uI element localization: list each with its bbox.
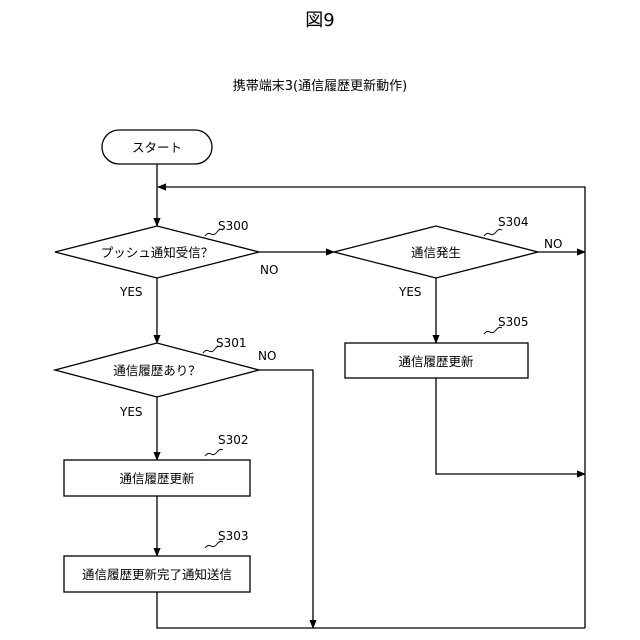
push-received-label: プッシュ通知受信？ [101,245,214,260]
history-no-label: NO [258,349,276,363]
update-history-left-label: 通信履歴更新 [119,471,194,486]
step-label-s303: S303 [218,529,249,543]
step-label-s305: S305 [498,315,529,329]
start-label: スタート [132,140,182,155]
step-marker-s304 [484,229,502,236]
communication-occurred-label: 通信発生 [411,245,461,260]
push-yes-label: YES [119,285,143,299]
edge-s305-to-loop [436,378,585,474]
history-exists-label: 通信履歴あり？ [113,363,201,378]
step-label-s304: S304 [498,215,529,229]
decision-history-exists: 通信履歴あり？ [55,343,259,397]
send-update-complete-label: 通信履歴更新完了通知送信 [82,567,232,582]
step-label-s302: S302 [218,433,249,447]
process-update-history-left: 通信履歴更新 [64,460,250,496]
step-label-s301: S301 [216,336,247,350]
comm-yes-label: YES [398,285,422,299]
decision-push-received: プッシュ通知受信？ [55,226,259,278]
push-no-label: NO [260,263,278,277]
update-history-right-label: 通信履歴更新 [398,354,473,369]
step-label-s300: S300 [218,219,249,233]
process-send-update-complete: 通信履歴更新完了通知送信 [64,556,250,592]
start-terminal: スタート [102,130,212,164]
edge-history-no [259,370,313,628]
decision-communication-occurred: 通信発生 [334,226,538,278]
figure-subtitle: 携帯端末3(通信履歴更新動作) [233,78,407,94]
step-marker-s302 [205,449,223,456]
history-yes-label: YES [119,405,143,419]
comm-no-label: NO [544,237,562,251]
edge-s303-to-loop [157,592,585,628]
process-update-history-right: 通信履歴更新 [345,343,528,378]
figure-title: 図9 [305,10,334,31]
